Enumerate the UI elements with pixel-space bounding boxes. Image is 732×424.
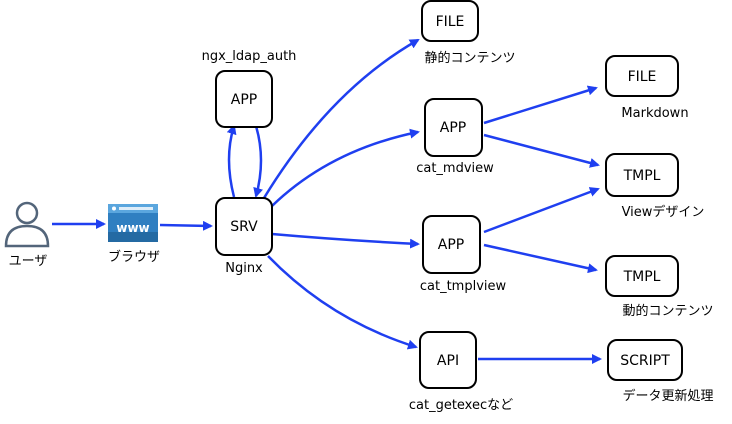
node-mdview-label: APP bbox=[440, 120, 466, 136]
edge-mdview-to-tmpl-view bbox=[483, 133, 600, 168]
node-mdview: APP bbox=[424, 98, 483, 157]
node-tmpl-view: TMPL bbox=[605, 153, 679, 197]
edge-tmplview-to-tmpl-view bbox=[483, 187, 600, 234]
node-tmplview: APP bbox=[422, 215, 481, 274]
edge-srv-to-tmplview bbox=[271, 232, 420, 249]
node-tmpl-dyn: TMPL bbox=[605, 255, 679, 297]
node-getexec-label: API bbox=[437, 353, 459, 369]
edges bbox=[52, 38, 602, 364]
edge-mdview-to-md-file bbox=[483, 85, 598, 125]
node-md-file: FILE bbox=[605, 55, 679, 97]
node-getexec: API bbox=[419, 331, 477, 389]
edge-srv-to-auth bbox=[226, 124, 237, 198]
node-md-file-label: FILE bbox=[628, 69, 657, 85]
node-getexec-caption: cat_getexecなど bbox=[409, 398, 513, 413]
node-auth-label: APP bbox=[231, 92, 257, 108]
browser-label: ブラウザ bbox=[108, 249, 160, 265]
node-auth: APP bbox=[215, 70, 273, 128]
browser-icon-text: www bbox=[116, 221, 149, 235]
node-file-top: FILE bbox=[421, 0, 479, 42]
node-file-top-caption: 静的コンテンツ bbox=[424, 50, 515, 66]
edge-srv-to-file-top bbox=[262, 38, 420, 199]
browser-icon: www bbox=[108, 204, 158, 242]
user-icon bbox=[4, 201, 50, 248]
node-srv: SRV bbox=[215, 197, 273, 256]
edge-auth-to-srv bbox=[253, 125, 263, 198]
node-tmpl-dyn-label: TMPL bbox=[623, 269, 661, 285]
node-auth-caption: ngx_ldap_auth bbox=[202, 49, 297, 64]
node-tmplview-label: APP bbox=[438, 237, 464, 253]
node-script-caption: データ更新処理 bbox=[622, 388, 713, 404]
node-mdview-caption: cat_mdview bbox=[416, 161, 494, 176]
edge-browser-to-srv bbox=[159, 220, 213, 231]
node-tmpl-view-label: TMPL bbox=[623, 168, 661, 184]
node-md-file-caption: Markdown bbox=[621, 106, 688, 121]
node-file-top-label: FILE bbox=[436, 14, 465, 30]
user-label: ユーザ bbox=[9, 254, 48, 269]
node-srv-caption: Nginx bbox=[225, 261, 263, 276]
node-tmpl-view-caption: Viewデザイン bbox=[622, 204, 705, 220]
edge-srv-to-getexec bbox=[267, 255, 418, 350]
edge-srv-to-mdview bbox=[271, 128, 420, 207]
node-script: SCRIPT bbox=[607, 339, 683, 381]
node-tmplview-caption: cat_tmplview bbox=[420, 279, 507, 294]
node-srv-label: SRV bbox=[230, 219, 258, 235]
node-tmpl-dyn-caption: 動的コンテンツ bbox=[622, 303, 713, 319]
node-script-label: SCRIPT bbox=[620, 353, 670, 369]
edge-tmplview-to-tmpl-dyn bbox=[483, 243, 598, 274]
